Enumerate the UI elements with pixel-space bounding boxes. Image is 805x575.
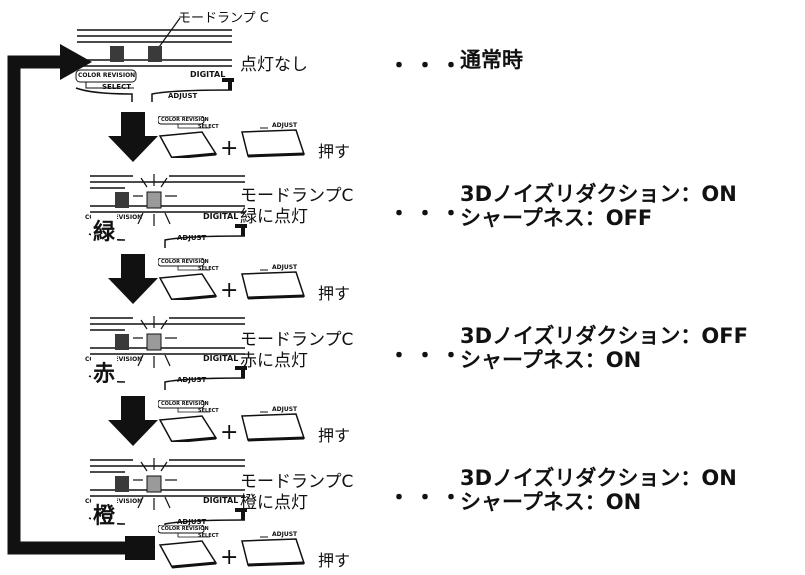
- adjust-button[interactable]: [238, 533, 308, 569]
- lamp-color-kanji: 赤: [91, 356, 118, 388]
- panel-normal: COLOR REVISION SELECT ADJUST DIGITAL: [72, 22, 242, 102]
- push-label: 押す: [318, 142, 351, 161]
- step-color-revision: COLOR REVISION: [161, 401, 209, 407]
- status-line1: 3Dノイズリダクション：ON: [460, 466, 737, 490]
- select-button[interactable]: [158, 525, 218, 571]
- lamp-label: モードランプC 緑に点灯: [240, 186, 353, 228]
- ellipsis-dots: ・・・: [388, 54, 467, 79]
- panel-adjust: ADJUST: [177, 376, 207, 384]
- step-1: COLOR REVISION SELECT + ADJUST 押す: [0, 112, 400, 167]
- panel-illustration: [88, 174, 247, 248]
- step-adjust: ADJUST: [272, 406, 298, 413]
- push-label: 押す: [318, 426, 351, 445]
- plus-sign: +: [220, 420, 239, 445]
- panel-digital: DIGITAL: [203, 354, 239, 363]
- panel-illustration: [88, 316, 247, 390]
- lamp-label-line1: モードランプC: [240, 186, 354, 206]
- status-line2: シャープネス：ON: [460, 348, 642, 372]
- panel-color-revision: COLOR REVISION: [78, 72, 136, 79]
- panel-red: COLOR REVISION ADJUST DIGITAL 赤: [85, 310, 255, 390]
- panel-green: COLOR REVISION ADJUST DIGITAL 緑: [85, 168, 255, 248]
- panel-illustration: [75, 29, 234, 102]
- adjust-button[interactable]: [238, 266, 308, 302]
- status-line1: 通常時: [460, 48, 523, 72]
- step-select: SELECT: [198, 533, 219, 539]
- status-line1: 3Dノイズリダクション：ON: [460, 182, 737, 206]
- status-text: 3Dノイズリダクション：OFF シャープネス：ON: [460, 324, 748, 372]
- step-select: SELECT: [198, 124, 219, 130]
- down-arrow: [108, 254, 158, 304]
- push-label: 押す: [318, 284, 351, 303]
- lamp-color-kanji: 橙: [91, 498, 118, 530]
- status-line1: 3Dノイズリダクション：OFF: [460, 324, 748, 348]
- step-adjust: ADJUST: [272, 122, 298, 129]
- down-arrow: [108, 112, 158, 162]
- status-text: 3Dノイズリダクション：ON シャープネス：OFF: [460, 182, 737, 230]
- adjust-button[interactable]: [238, 124, 308, 160]
- status-line2: シャープネス：ON: [460, 490, 642, 514]
- panel-digital: DIGITAL: [203, 212, 239, 221]
- callout-lamp-c-label: モードランプ C: [178, 11, 269, 26]
- step-color-revision: COLOR REVISION: [161, 526, 209, 532]
- step-color-revision: COLOR REVISION: [161, 117, 209, 123]
- ellipsis-dots: ・・・: [388, 344, 467, 369]
- ellipsis-dots: ・・・: [388, 486, 467, 511]
- lamp-label-line2: 赤に点灯: [240, 351, 308, 371]
- lamp-label-line1: モードランプC: [240, 472, 354, 492]
- status-line2: シャープネス：OFF: [460, 206, 653, 230]
- step-adjust: ADJUST: [272, 264, 298, 271]
- select-button[interactable]: [158, 116, 218, 158]
- plus-sign: +: [220, 545, 239, 570]
- panel-adjust: ADJUST: [168, 92, 198, 100]
- lamp-label: モードランプC 橙に点灯: [240, 472, 353, 514]
- step-color-revision: COLOR REVISION: [161, 259, 209, 265]
- panel-orange: COLOR REVISION ADJUST DIGITAL 橙: [85, 452, 255, 532]
- select-button[interactable]: [158, 400, 218, 442]
- down-arrow: [108, 396, 158, 446]
- panel-illustration: [88, 458, 247, 532]
- lamp-label-line1: 点灯なし: [240, 55, 308, 75]
- step-3: COLOR REVISION SELECT + ADJUST 押す: [0, 396, 400, 451]
- step-2: COLOR REVISION SELECT + ADJUST 押す: [0, 254, 400, 309]
- step-adjust: ADJUST: [272, 531, 298, 538]
- ellipsis-dots: ・・・: [388, 202, 467, 227]
- panel-adjust: ADJUST: [177, 234, 207, 242]
- select-button[interactable]: [158, 258, 218, 300]
- panel-digital: DIGITAL: [203, 496, 239, 505]
- plus-sign: +: [220, 136, 239, 161]
- status-text: 3Dノイズリダクション：ON シャープネス：ON: [460, 466, 737, 514]
- panel-digital: DIGITAL: [190, 70, 226, 79]
- lamp-label-line2: 緑に点灯: [240, 207, 308, 227]
- step-4: COLOR REVISION SELECT + ADJUST 押す: [0, 525, 400, 575]
- lamp-label-line1: モードランプC: [240, 330, 354, 350]
- status-text: 通常時: [460, 48, 523, 72]
- lamp-label-line2: 橙に点灯: [240, 493, 308, 513]
- lamp-color-kanji: 緑: [91, 214, 118, 246]
- panel-select: SELECT: [102, 83, 131, 91]
- lamp-label: モードランプC 赤に点灯: [240, 330, 353, 372]
- panel-adjust: ADJUST: [177, 518, 207, 526]
- push-label: 押す: [318, 551, 351, 570]
- plus-sign: +: [220, 278, 239, 303]
- step-select: SELECT: [198, 408, 219, 414]
- adjust-button[interactable]: [238, 408, 308, 444]
- step-select: SELECT: [198, 266, 219, 272]
